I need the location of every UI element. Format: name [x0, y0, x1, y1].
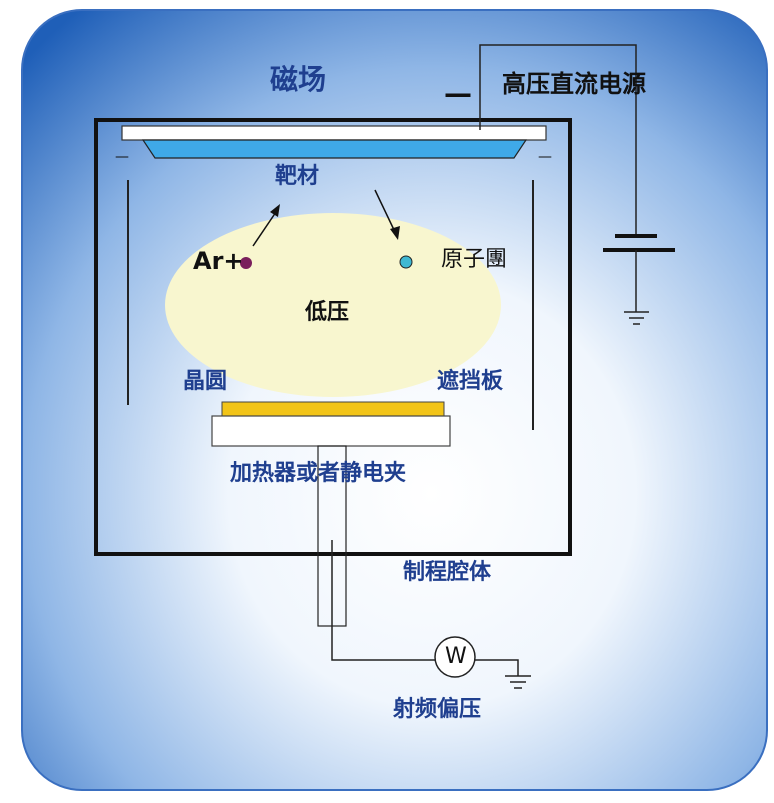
rf-bias-wire [331, 540, 435, 661]
target-label: 靶材 [275, 164, 320, 189]
ar-ion-label: Ar+ [193, 247, 244, 275]
minus-sign-label: — [444, 77, 472, 110]
wattmeter-circle [434, 636, 476, 678]
ar-ion-arrow [252, 211, 277, 247]
atom-arrow [374, 189, 396, 233]
shield-left-mark: — [115, 149, 129, 165]
power-source-label: 高压直流电源 [502, 70, 646, 98]
magnetic-field-label: 磁场 [270, 63, 327, 96]
low-pressure-label: 低压 [305, 300, 350, 325]
atom-group-label: 原子團 [441, 247, 508, 272]
target-material [141, 139, 528, 159]
shield-label: 遮挡板 [437, 369, 504, 394]
shield-right-mark: — [538, 149, 552, 165]
process-chamber [94, 118, 572, 556]
chamber-label: 制程腔体 [403, 560, 492, 585]
heater-chuck [211, 415, 451, 447]
atom-arrowhead [390, 226, 400, 240]
dc-power-wire [479, 44, 637, 235]
target-backing-plate [121, 125, 547, 141]
wafer-label: 晶圆 [183, 369, 228, 394]
background-panel [21, 9, 768, 791]
rf-ground-wire [475, 659, 519, 676]
rf-bias-label: 射频偏压 [393, 697, 482, 722]
wafer [221, 401, 445, 417]
wattmeter-label: W [445, 644, 467, 669]
ar-ion-dot [240, 257, 252, 269]
ar-ion-arrowhead [270, 204, 280, 217]
heater-chuck-label: 加热器或者静电夹 [230, 461, 407, 486]
atom-dot [399, 255, 413, 269]
